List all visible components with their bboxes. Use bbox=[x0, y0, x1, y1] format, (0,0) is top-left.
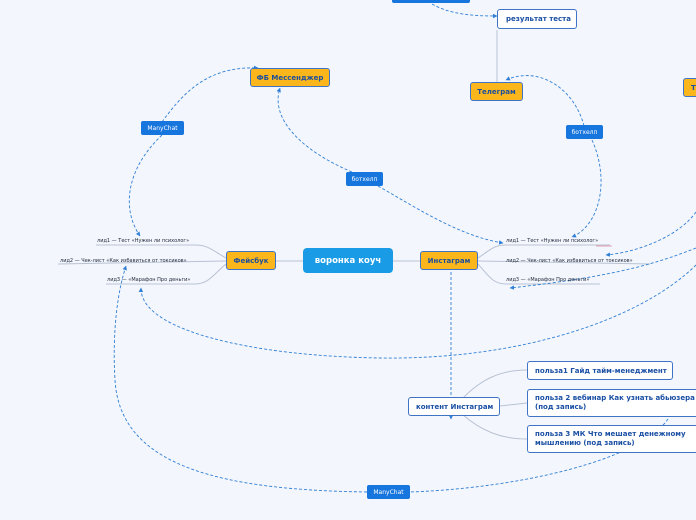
flow-botkhelp-ig-lead1 bbox=[377, 185, 504, 245]
telegram-edge-node[interactable]: Т bbox=[683, 78, 696, 97]
connector-ig-lead2 bbox=[477, 260, 651, 265]
connector-fb-lead1 bbox=[96, 244, 227, 259]
flow-right-loop-fb-lead3 bbox=[138, 264, 696, 359]
connector-content-item1 bbox=[461, 369, 528, 400]
test-result-node[interactable]: результат теста bbox=[497, 9, 577, 29]
connector-fb-lead3 bbox=[106, 263, 227, 285]
connector-content-item2 bbox=[499, 402, 528, 407]
manychat-label-bottom[interactable]: ManyChat bbox=[367, 485, 410, 499]
tree-connectors bbox=[57, 30, 651, 440]
central-node[interactable]: воронка коуч bbox=[303, 248, 393, 273]
connector-fb-lead2 bbox=[57, 260, 227, 265]
content-item-3[interactable]: польза 3 МК Что мешает денежному мышлени… bbox=[527, 425, 696, 453]
connector-content-item3 bbox=[461, 413, 528, 440]
fb-messenger-node[interactable]: ФБ Мессенджер bbox=[250, 68, 330, 87]
instagram-lead-1[interactable]: лид1 — Тест «Нужен ли психолог» bbox=[506, 238, 599, 244]
connector-ig-lead1 bbox=[477, 244, 610, 259]
telegram-node[interactable]: Телеграм bbox=[470, 82, 523, 101]
flow-connectors bbox=[113, 3, 696, 493]
content-item-1[interactable]: польза1 Гайд тайм-менеджмент bbox=[527, 361, 673, 380]
flow-top-result bbox=[431, 3, 498, 19]
instagram-lead-3[interactable]: лид3 — «Марафон Про деньги» bbox=[506, 277, 590, 283]
manychat-label-top[interactable]: ManyChat bbox=[141, 121, 184, 135]
content-instagram-node[interactable]: контент Инстаграм bbox=[408, 397, 500, 416]
flow-botkhelp-telegram bbox=[505, 75, 585, 127]
flow-manychat-fb-lead1 bbox=[128, 134, 163, 237]
instagram-node[interactable]: Инстаграм bbox=[420, 251, 478, 270]
botkhelp-label-left[interactable]: ботхелп bbox=[346, 172, 383, 186]
flow-right-ig-lead1 bbox=[605, 211, 696, 257]
flow-manychat-fb-lead3 bbox=[113, 265, 368, 493]
content-item-2[interactable]: польза 2 вебинар Как узнать абьюзера (по… bbox=[527, 389, 696, 417]
instagram-lead-2[interactable]: лид2 — Чек-лист «Как избавиться от токси… bbox=[506, 258, 633, 264]
facebook-node[interactable]: Фейсбук bbox=[226, 251, 276, 270]
botkhelp-label-right[interactable]: ботхелп bbox=[566, 125, 603, 139]
top-cutoff-node[interactable] bbox=[392, 0, 470, 3]
facebook-lead-3[interactable]: лид3 — «Марафон Про деньги» bbox=[107, 277, 191, 283]
flow-botkhelp-fbmessenger bbox=[276, 87, 353, 173]
flow-botkhelp-ig-lead1-right bbox=[571, 139, 602, 238]
flow-manychat-fbmessenger bbox=[161, 65, 259, 123]
connector-ig-lead3 bbox=[477, 263, 600, 285]
facebook-lead-1[interactable]: лид1 — Тест «Нужен ли психолог» bbox=[97, 238, 190, 244]
facebook-lead-2[interactable]: лид2 — Чек-лист «Как избавиться от токси… bbox=[60, 258, 187, 264]
